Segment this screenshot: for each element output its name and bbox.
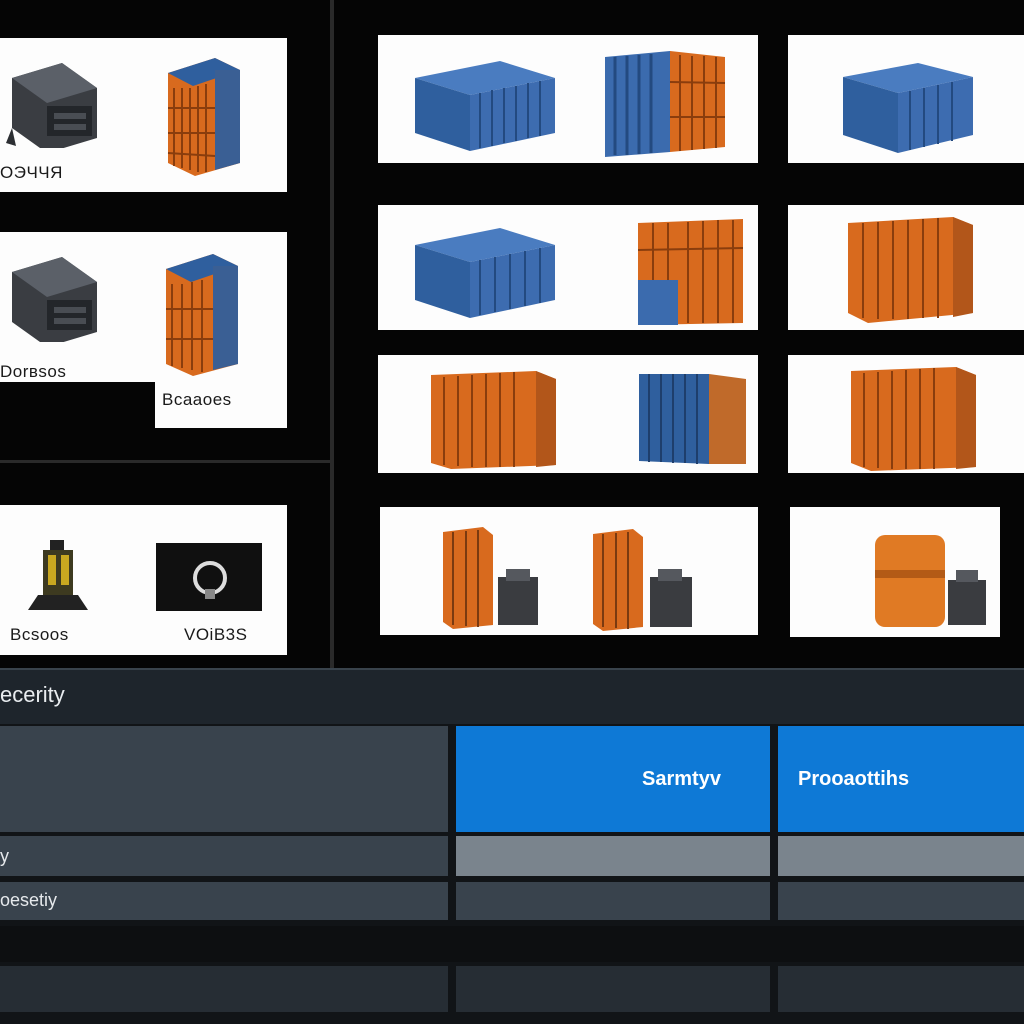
table-row[interactable] — [0, 926, 1024, 962]
table-row[interactable]: oesetiy — [0, 882, 448, 920]
container-card[interactable] — [788, 205, 1024, 330]
container-card[interactable] — [378, 35, 758, 163]
orange-container-icon — [851, 367, 976, 471]
table-cell[interactable] — [778, 882, 1024, 920]
gallery-card[interactable]: Bcsoos VOiB3S — [0, 505, 287, 655]
pump-icon — [28, 540, 88, 610]
bottom-panel: ecerity Sarmtyv Prooaottihs y oesetiy — [0, 668, 1024, 1024]
generator-icon — [443, 527, 538, 629]
gallery-card[interactable]: Dorвsos — [0, 232, 287, 382]
mixed-container-icon — [605, 51, 726, 157]
right-gallery-panel — [334, 0, 1024, 668]
container-card[interactable] — [788, 35, 1024, 163]
gallery-card-label: Bcaaoes — [162, 390, 232, 409]
orange-container-icon — [166, 254, 238, 376]
left-gallery-panel: ОЭЧЧЯ Dorвsos Bcaaoes — [0, 0, 330, 668]
label-strip — [0, 382, 155, 428]
table-row[interactable] — [0, 966, 448, 1012]
table-header-cell[interactable]: Prooaottihs — [778, 726, 1024, 832]
gallery-card-label: VOiB3S — [184, 625, 248, 644]
table-header-cell[interactable]: Sarmtyv — [456, 726, 770, 832]
orange-container-icon — [848, 217, 973, 323]
row-label: y — [0, 846, 9, 866]
table-cell[interactable] — [778, 836, 1024, 876]
row-label: oesetiy — [0, 890, 58, 910]
gallery-card-caption[interactable]: Bcaaoes — [155, 382, 287, 428]
mixed-container-icon — [639, 374, 746, 464]
divider — [0, 460, 330, 463]
column-header-label: Prooaottihs — [798, 768, 910, 790]
container-card[interactable] — [788, 355, 1024, 473]
equipment-card[interactable] — [380, 507, 758, 635]
container-card[interactable] — [378, 205, 758, 330]
tank-icon — [875, 535, 986, 627]
gallery-card-label: Dorвsos — [0, 362, 67, 381]
gallery-card-label: ОЭЧЧЯ — [0, 163, 63, 182]
column-header-label: Sarmtyv — [642, 768, 721, 790]
table-cell[interactable] — [456, 966, 770, 1012]
engine-block-icon — [12, 257, 97, 342]
gauge-tile — [156, 543, 262, 611]
panel-header: ecerity — [0, 668, 1024, 724]
mixed-container-icon — [637, 219, 744, 325]
generator-icon — [593, 529, 692, 631]
panel-divider — [330, 0, 334, 668]
panel-header-title: ecerity — [0, 682, 65, 707]
table-cell[interactable] — [456, 882, 770, 920]
blue-container-icon — [415, 228, 555, 318]
blue-container-icon — [415, 61, 555, 151]
container-card[interactable] — [378, 355, 758, 473]
orange-container-icon — [167, 58, 240, 176]
gallery-card-label: Bcsoos — [10, 625, 69, 644]
equipment-card[interactable] — [790, 507, 1000, 637]
table-header-cell — [0, 726, 448, 832]
table-cell[interactable] — [778, 966, 1024, 1012]
table-cell[interactable] — [456, 836, 770, 876]
orange-container-icon — [431, 371, 556, 469]
table-row[interactable]: y — [0, 836, 448, 876]
blue-container-icon — [843, 63, 973, 153]
engine-block-icon — [6, 63, 97, 148]
gallery-card[interactable]: ОЭЧЧЯ — [0, 38, 287, 192]
gauge-icon — [193, 561, 227, 599]
